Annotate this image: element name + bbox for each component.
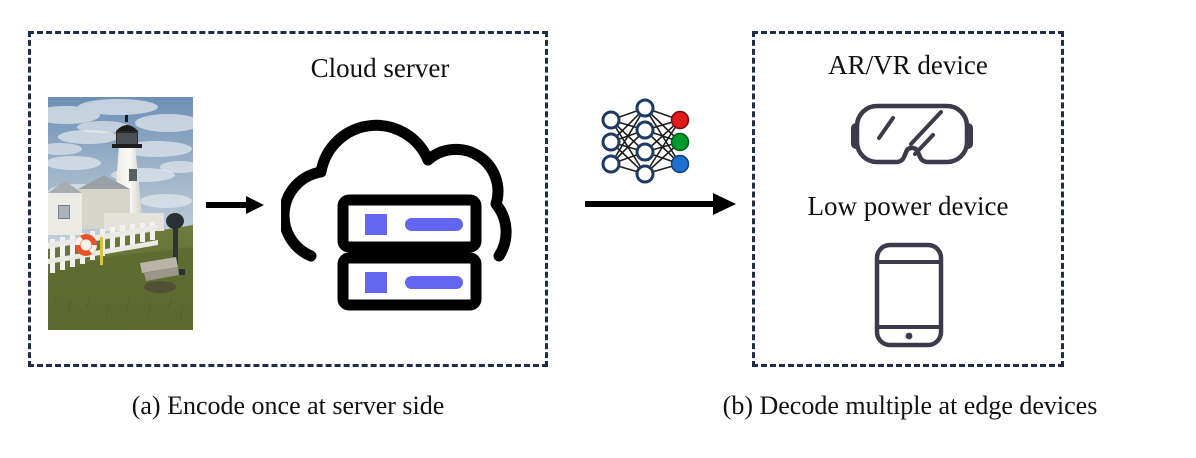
caption-encoder: (a) Encode once at server side [131, 391, 445, 420]
caption-decoder: (b) Decode multiple at edge devices [722, 391, 1098, 420]
arrow-right-icon-encode [206, 196, 264, 214]
arvr-device-heading: AR/VR device [828, 50, 988, 80]
smartphone-icon [874, 242, 944, 348]
panel-encoder [28, 31, 548, 367]
cloud-server-heading: Cloud server [310, 53, 450, 83]
arrow-right-icon-decode [585, 193, 736, 215]
low-power-device-heading: Low power device [807, 191, 1009, 221]
neural-network-icon [601, 98, 690, 184]
panel-edge-devices [752, 31, 1064, 367]
cloud-server-icon [281, 119, 512, 311]
source-image-lighthouse [48, 97, 193, 330]
vr-goggles-icon [851, 103, 973, 165]
